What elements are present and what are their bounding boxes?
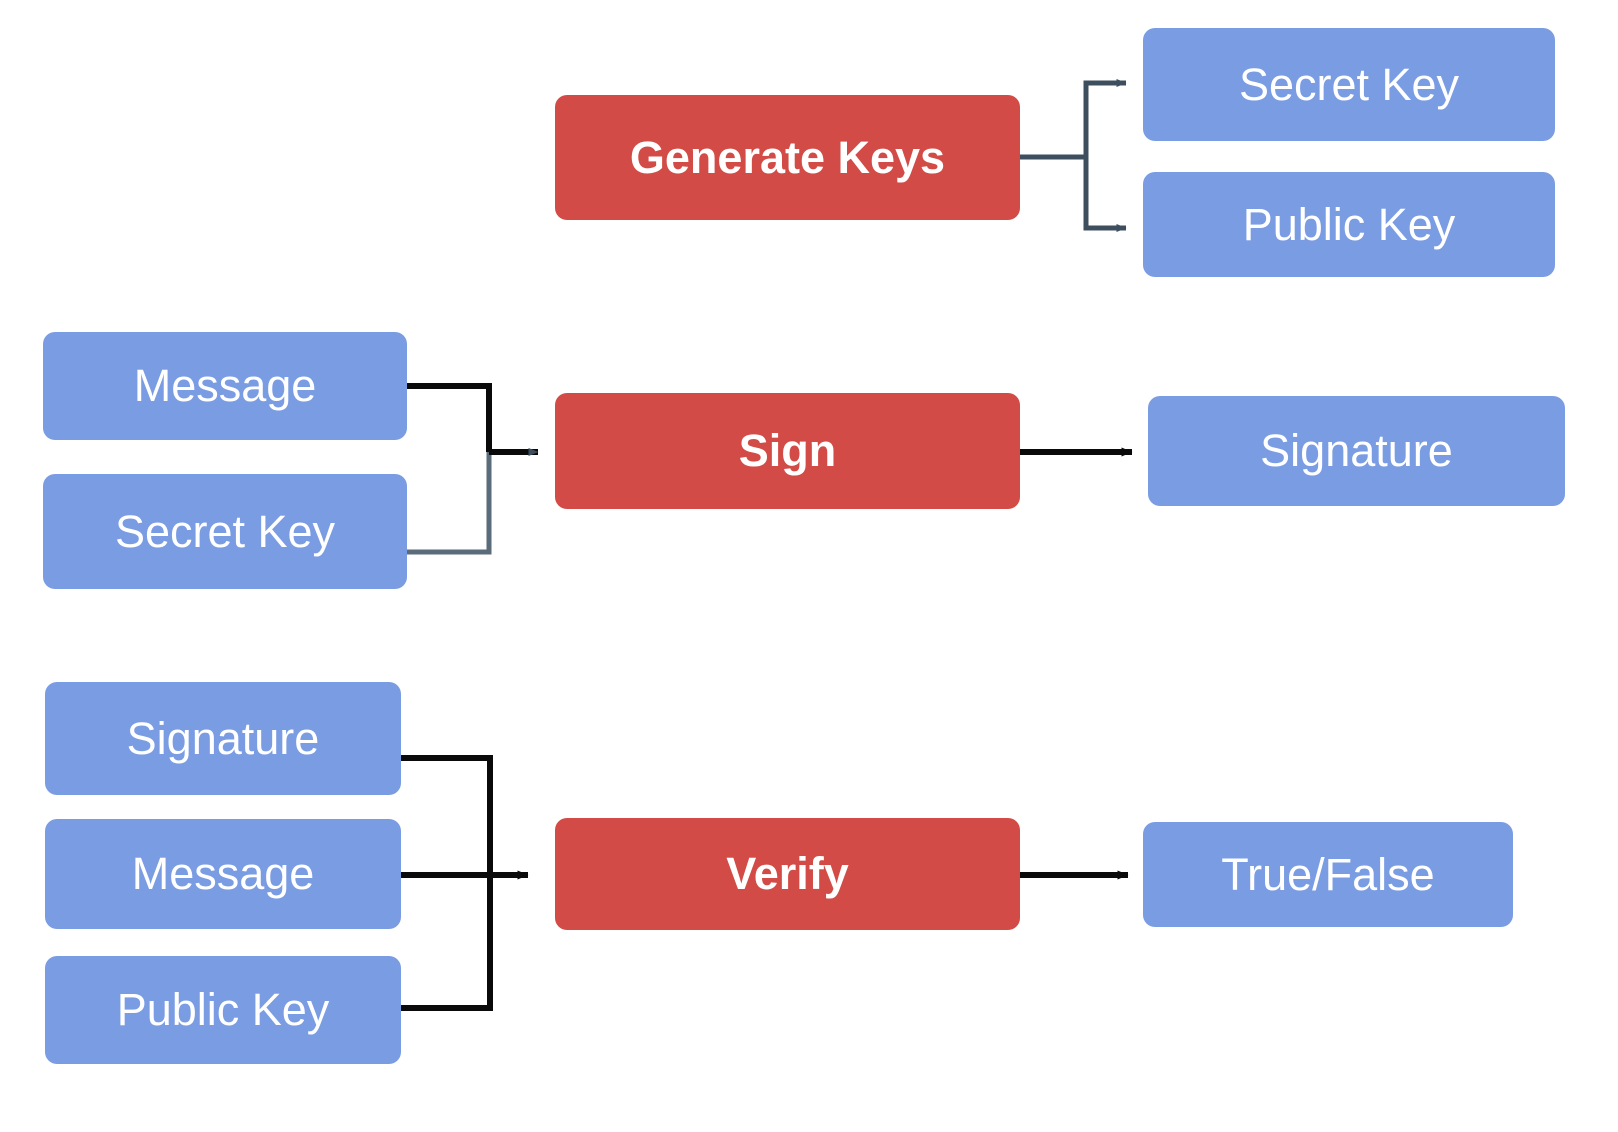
node-secret-key-output[interactable]: Secret Key — [1143, 28, 1555, 141]
node-message-sign-input[interactable]: Message — [43, 332, 407, 440]
node-generate-keys-label: Generate Keys — [629, 131, 946, 183]
connector-sign-inputs — [407, 383, 539, 555]
node-message-sign-input-label: Message — [133, 360, 317, 412]
node-secret-key-sign-input-label: Secret Key — [114, 505, 336, 557]
node-verify[interactable]: Verify — [555, 818, 1020, 930]
node-message-verify-input[interactable]: Message — [45, 819, 401, 929]
node-public-key-verify-input[interactable]: Public Key — [45, 956, 401, 1064]
node-true-false-output-label: True/False — [1221, 848, 1435, 900]
node-signature-output[interactable]: Signature — [1148, 396, 1565, 506]
node-signature-verify-input-label: Signature — [126, 712, 320, 764]
node-signature-verify-input[interactable]: Signature — [45, 682, 401, 795]
node-secret-key-output-label: Secret Key — [1238, 58, 1460, 110]
node-generate-keys[interactable]: Generate Keys — [555, 95, 1020, 220]
node-secret-key-sign-input[interactable]: Secret Key — [43, 474, 407, 589]
node-signature-output-label: Signature — [1260, 425, 1453, 477]
node-public-key-output[interactable]: Public Key — [1143, 172, 1555, 277]
node-public-key-output-label: Public Key — [1242, 198, 1456, 250]
connector-generate-keys-branch — [1020, 79, 1127, 232]
node-public-key-verify-input-label: Public Key — [116, 984, 330, 1036]
node-sign-label: Sign — [738, 425, 837, 477]
node-true-false-output[interactable]: True/False — [1143, 822, 1513, 927]
node-verify-label: Verify — [726, 848, 849, 900]
node-sign[interactable]: Sign — [555, 393, 1020, 509]
node-message-verify-input-label: Message — [131, 848, 315, 900]
connector-verify-inputs — [401, 755, 529, 1011]
